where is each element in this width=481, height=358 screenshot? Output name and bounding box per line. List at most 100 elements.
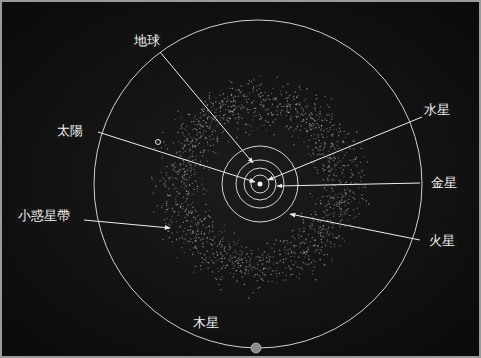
asteroid-dot [286, 126, 287, 127]
asteroid-dot [190, 175, 191, 176]
asteroid-dot [237, 280, 238, 281]
asteroid-dot [211, 107, 212, 108]
asteroid-dot [301, 269, 302, 270]
asteroid-dot [327, 178, 328, 179]
asteroid-dot [292, 273, 293, 274]
asteroid-dot [207, 250, 208, 251]
asteroid-dot [356, 183, 357, 184]
asteroid-dot [214, 111, 215, 112]
asteroid-dot [153, 211, 154, 212]
asteroid-dot [313, 260, 314, 261]
asteroid-dot [197, 186, 198, 187]
asteroid-dot [153, 193, 154, 194]
asteroid-dot [268, 113, 269, 114]
asteroid-dot [195, 172, 196, 173]
asteroid-dot [321, 247, 322, 248]
asteroid-dot [357, 208, 358, 209]
asteroid-dot [235, 261, 236, 262]
asteroid-dot [242, 277, 243, 278]
asteroid-dot [309, 241, 310, 242]
asteroid-dot [346, 182, 347, 183]
asteroid-dot [283, 262, 284, 263]
asteroid-dot [267, 113, 268, 114]
asteroid-dot [208, 127, 209, 128]
asteroid-dot [203, 193, 204, 194]
asteroid-dot [271, 114, 272, 115]
asteroid-dot [322, 120, 323, 121]
asteroid-dot [191, 221, 192, 222]
asteroid-dot [238, 267, 239, 268]
asteroid-dot [220, 252, 221, 253]
asteroid-dot [323, 130, 324, 131]
asteroid-dot [262, 254, 263, 255]
asteroid-dot [271, 113, 272, 114]
asteroid-dot [168, 230, 169, 231]
asteroid-dot [188, 134, 189, 135]
asteroid-dot [299, 237, 300, 238]
asteroid-dot [253, 115, 254, 116]
asteroid-dot [325, 213, 326, 214]
asteroid-dot [256, 85, 257, 86]
asteroid-dot [288, 128, 289, 129]
asteroid-dot [334, 244, 335, 245]
asteroid-dot [192, 254, 193, 255]
asteroid-dot [174, 162, 175, 163]
asteroid-dot [272, 88, 273, 89]
asteroid-dot [267, 260, 268, 261]
asteroid-dot [201, 220, 202, 221]
asteroid-dot [297, 111, 298, 112]
asteroid-dot [323, 165, 324, 166]
asteroid-dot [182, 206, 183, 207]
asteroid-dot [172, 210, 173, 211]
asteroid-dot [255, 115, 256, 116]
asteroid-dot [260, 116, 261, 117]
asteroid-dot [320, 200, 321, 201]
asteroid-dot [268, 122, 269, 123]
asteroid-dot [197, 145, 198, 146]
asteroid-dot [185, 201, 186, 202]
asteroid-dot [345, 200, 346, 201]
asteroid-dot [177, 173, 178, 174]
asteroid-dot [245, 247, 246, 248]
asteroid-dot [364, 156, 365, 157]
asteroid-dot [232, 252, 233, 253]
asteroid-dot [359, 226, 360, 227]
asteroid-dot [280, 91, 281, 92]
asteroid-dot [312, 245, 313, 246]
asteroid-dot [192, 139, 193, 140]
asteroid-dot [317, 134, 318, 135]
asteroid-dot [196, 134, 197, 135]
asteroid-dot [224, 247, 225, 248]
asteroid-dot [170, 177, 171, 178]
asteroid-dot [316, 98, 317, 99]
asteroid-dot [186, 214, 187, 215]
asteroid-dot [221, 244, 222, 245]
asteroid-dot [274, 251, 275, 252]
asteroid-dot [267, 268, 268, 269]
asteroid-dot [337, 197, 338, 198]
asteroid-dot [333, 208, 334, 209]
asteroid-dot [216, 260, 217, 261]
asteroid-dot [320, 203, 321, 204]
asteroid-dot [330, 157, 331, 158]
asteroid-dot [303, 262, 304, 263]
asteroid-dot [230, 101, 231, 102]
asteroid-dot [195, 115, 196, 116]
asteroid-dot [341, 215, 342, 216]
asteroid-dot [177, 132, 178, 133]
asteroid-dot [239, 250, 240, 251]
asteroid-dot [256, 256, 257, 257]
venus-leader [277, 183, 420, 186]
asteroid-dot [225, 267, 226, 268]
asteroid-belt [151, 75, 369, 299]
asteroid-dot [303, 228, 304, 229]
asteroid-dot [221, 279, 222, 280]
asteroid-dot [209, 126, 210, 127]
asteroid-dot [182, 123, 183, 124]
asteroid-dot [165, 144, 166, 145]
asteroid-dot [301, 113, 302, 114]
asteroid-dot [308, 259, 309, 260]
asteroid-dot [319, 140, 320, 141]
asteroid-dot [286, 240, 287, 241]
asteroid-dot [223, 115, 224, 116]
